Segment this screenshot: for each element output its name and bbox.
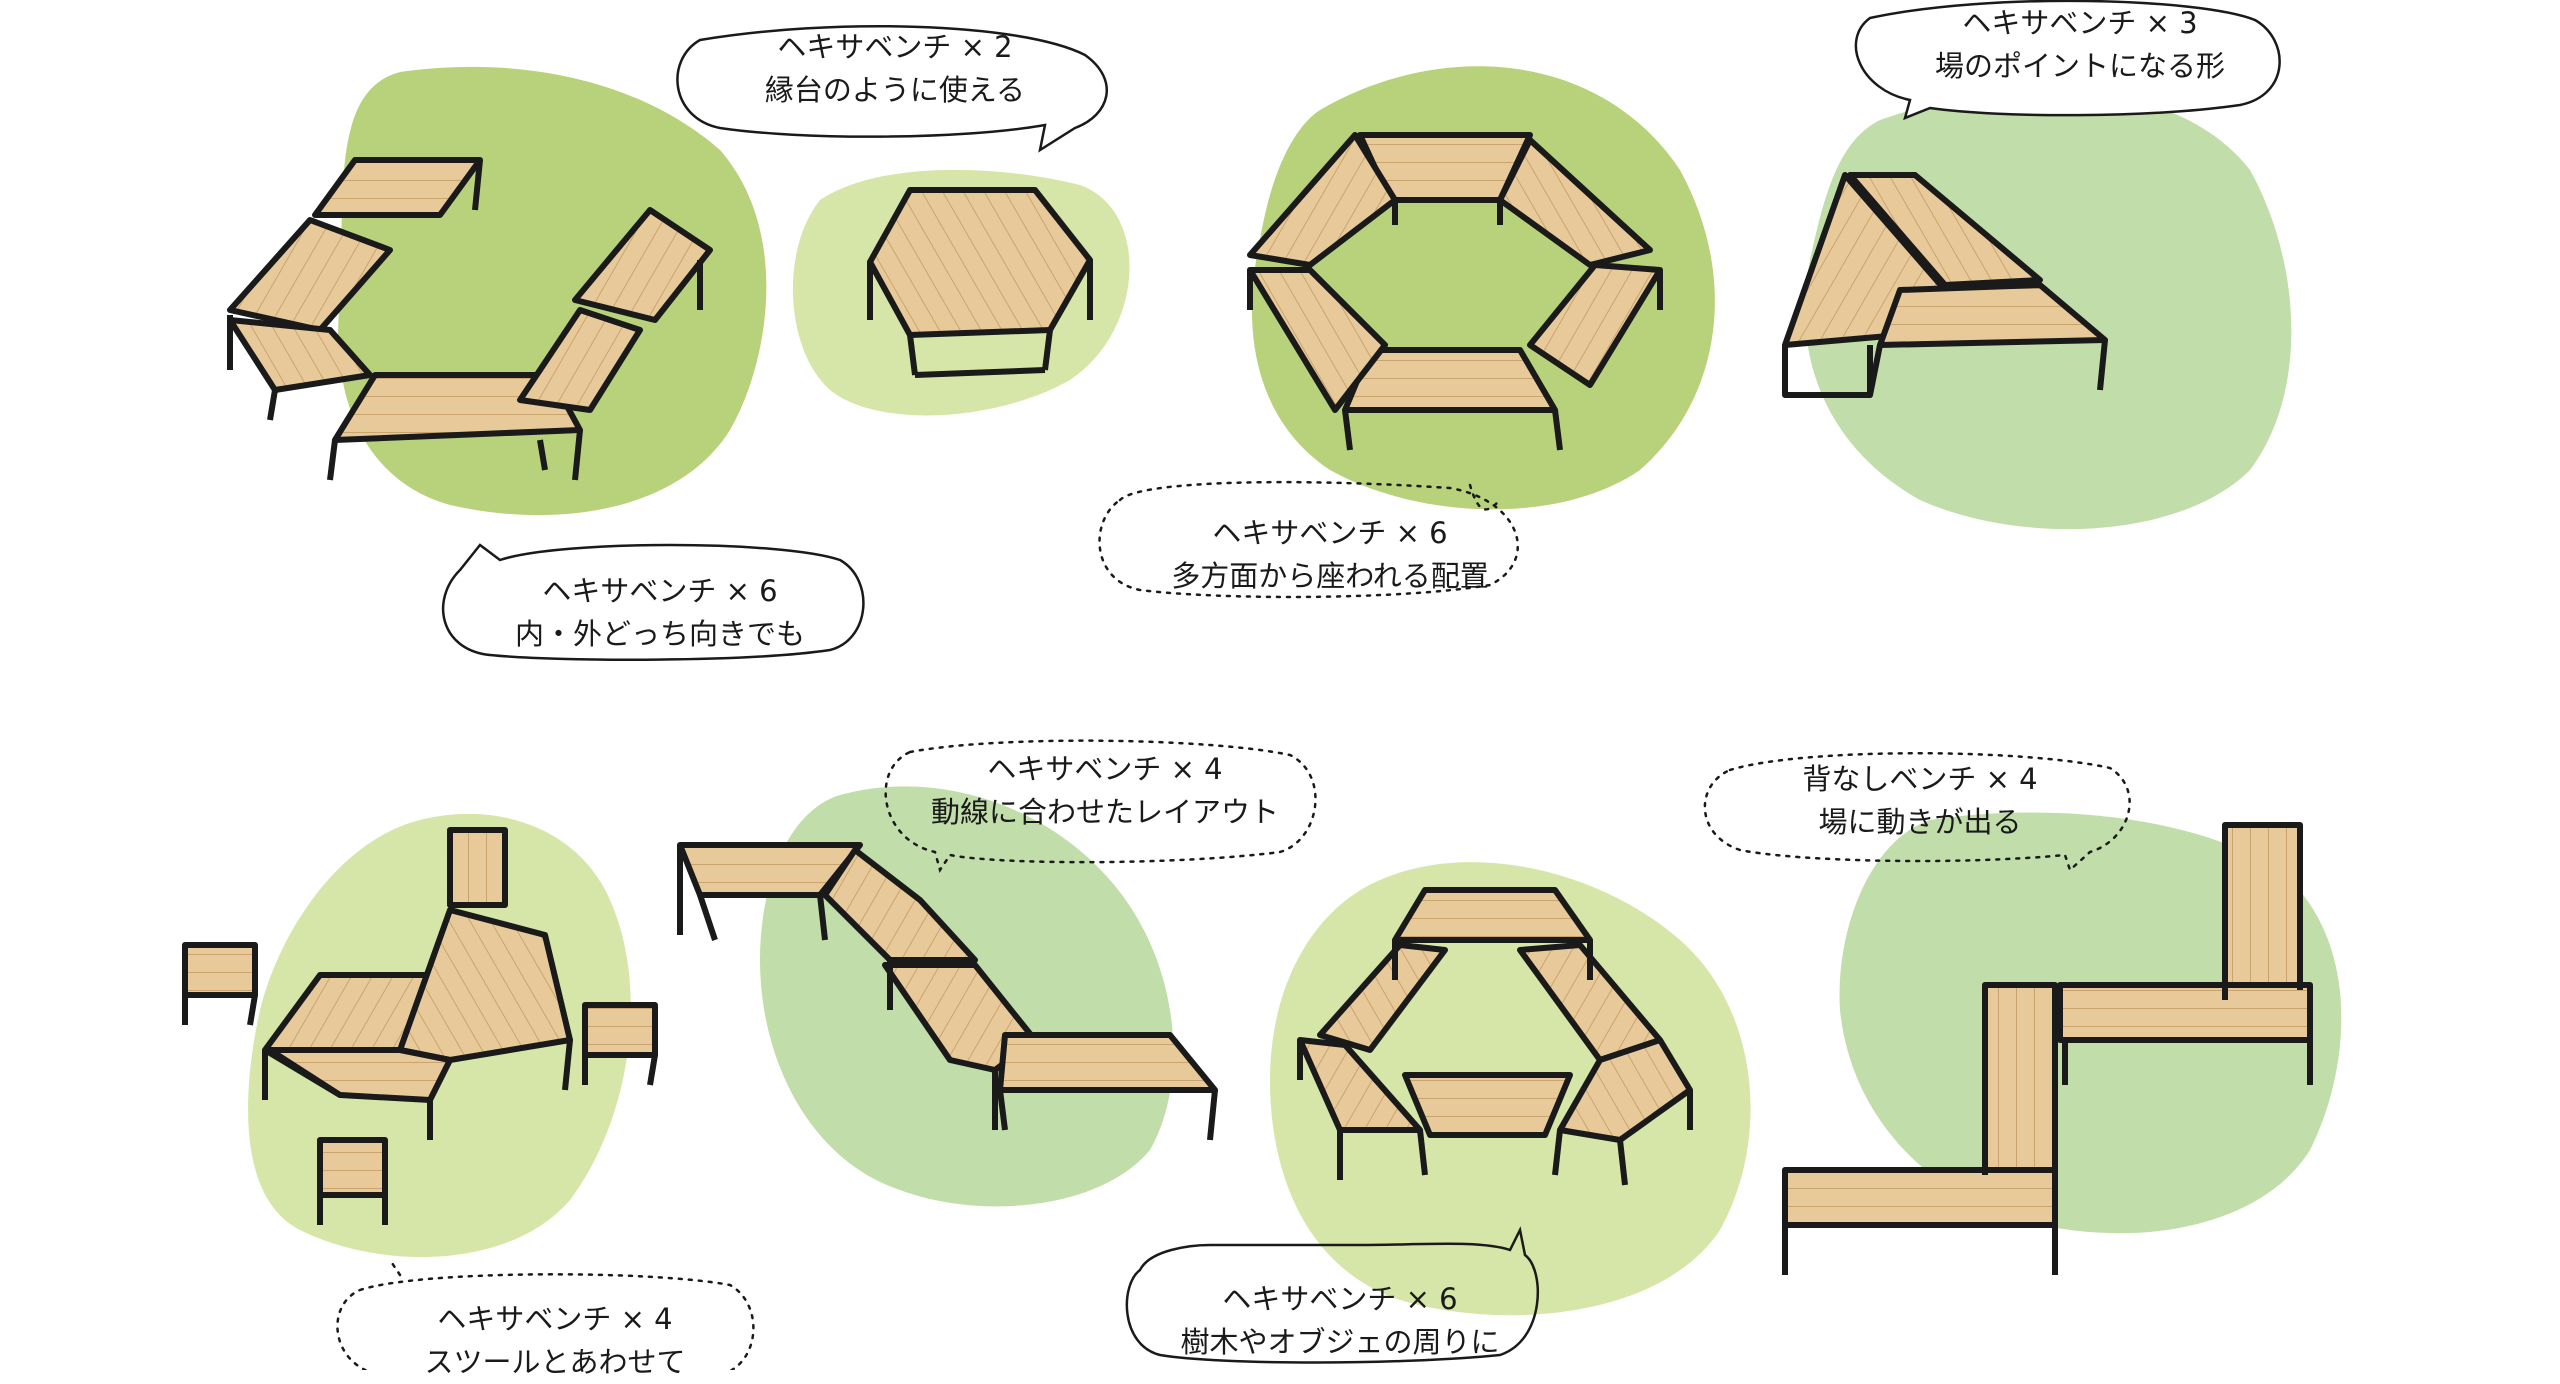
- bubble-8: [336, 1258, 755, 1370]
- bench-group-6: [677, 842, 1218, 1141]
- caption-4: ヘキサベンチ × 6 多方面から座われる配置: [1110, 512, 1550, 598]
- caption-desc: 内・外どっち向きでも: [514, 617, 805, 651]
- bench-group-3: [1247, 132, 1663, 451]
- caption-desc: スツールとあわせて: [424, 1345, 686, 1379]
- caption-title: ヘキサベンチ × 3: [1962, 6, 2198, 40]
- bubble-7: [1703, 752, 2131, 873]
- bench-group-1: [227, 157, 713, 481]
- bubble-3: [442, 543, 865, 661]
- bench-group-4: [1782, 172, 2108, 398]
- bubble-6: [1125, 1226, 1540, 1364]
- caption-title: ヘキサベンチ × 6: [1212, 516, 1448, 550]
- caption-title: ヘキサベンチ × 4: [987, 752, 1223, 786]
- caption-3: ヘキサベンチ × 6 内・外どっち向きでも: [460, 570, 860, 656]
- caption-desc: 縁台のように使える: [764, 73, 1026, 107]
- caption-desc: 樹木やオブジェの周りに: [1180, 1325, 1500, 1359]
- bubble-1: [676, 25, 1108, 153]
- caption-title: ヘキサベンチ × 2: [777, 30, 1013, 64]
- caption-1: ヘキサベンチ × 2 縁台のように使える: [720, 26, 1070, 112]
- caption-title: 背なしベンチ × 4: [1802, 762, 2038, 796]
- caption-7: ヘキサベンチ × 4 スツールとあわせて: [350, 1298, 760, 1384]
- caption-2: ヘキサベンチ × 3 場のポイントになる形: [1895, 2, 2265, 88]
- caption-title: ヘキサベンチ × 6: [1222, 1282, 1458, 1316]
- caption-6: 背なしベンチ × 4 場に動きが出る: [1710, 758, 2130, 844]
- caption-desc: 場のポイントになる形: [1934, 49, 2225, 83]
- caption-title: ヘキサベンチ × 6: [542, 574, 778, 608]
- bench-group-5: [182, 827, 658, 1225]
- caption-5: ヘキサベンチ × 4 動線に合わせたレイアウト: [895, 748, 1315, 834]
- caption-8: ヘキサベンチ × 6 樹木やオブジェの周りに: [1130, 1278, 1550, 1364]
- bench-group-2: [867, 187, 1093, 378]
- caption-title: ヘキサベンチ × 4: [437, 1302, 673, 1336]
- caption-desc: 場に動きが出る: [1818, 805, 2022, 839]
- bench-group-8: [1782, 822, 2313, 1275]
- caption-desc: 動線に合わせたレイアウト: [930, 795, 1279, 829]
- bubble-5: [884, 739, 1317, 873]
- bubble-4: [1098, 480, 1519, 599]
- bench-group-7: [1297, 887, 1693, 1186]
- bubble-2: [1854, 0, 2281, 121]
- caption-desc: 多方面から座われる配置: [1171, 559, 1489, 593]
